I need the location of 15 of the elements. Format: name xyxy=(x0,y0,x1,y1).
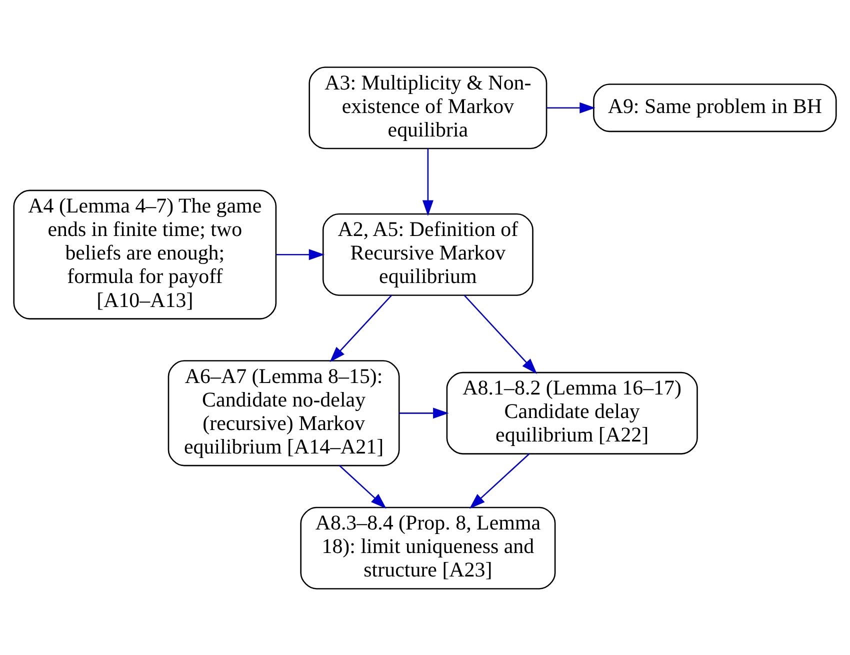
arrow xyxy=(422,148,434,216)
node-box: A2, A5: Definition of Recursive Markov equilibrium xyxy=(322,212,534,296)
node-box: A8.1–8.2 (Lemma 16–17) Candidate delay equilibrium [A22] xyxy=(446,371,698,454)
node-box: A8.3–8.4 (Prop. 8, Lemma 18): limit uniqueness and structure [A23] xyxy=(300,506,556,589)
node-box: A6–A7 (Lemma 8–15): Candidate no-delay (recursive) Markov equilibrium [A14–A21] xyxy=(168,360,400,466)
arrow xyxy=(330,294,392,362)
arrow xyxy=(464,294,538,374)
arrow xyxy=(276,248,325,260)
arrow xyxy=(469,452,530,508)
node-box: A4 (Lemma 4–7) The game ends in finite time; two beliefs are enough; formula for payoff [A10–A13] xyxy=(13,189,277,319)
node-box: A3: Multiplicity & Non-existence of Markov equilibria xyxy=(308,66,548,149)
arrow xyxy=(546,102,596,113)
node-box: A9: Same problem in BH xyxy=(593,83,837,132)
arrow xyxy=(399,407,449,418)
arrow xyxy=(339,464,386,508)
